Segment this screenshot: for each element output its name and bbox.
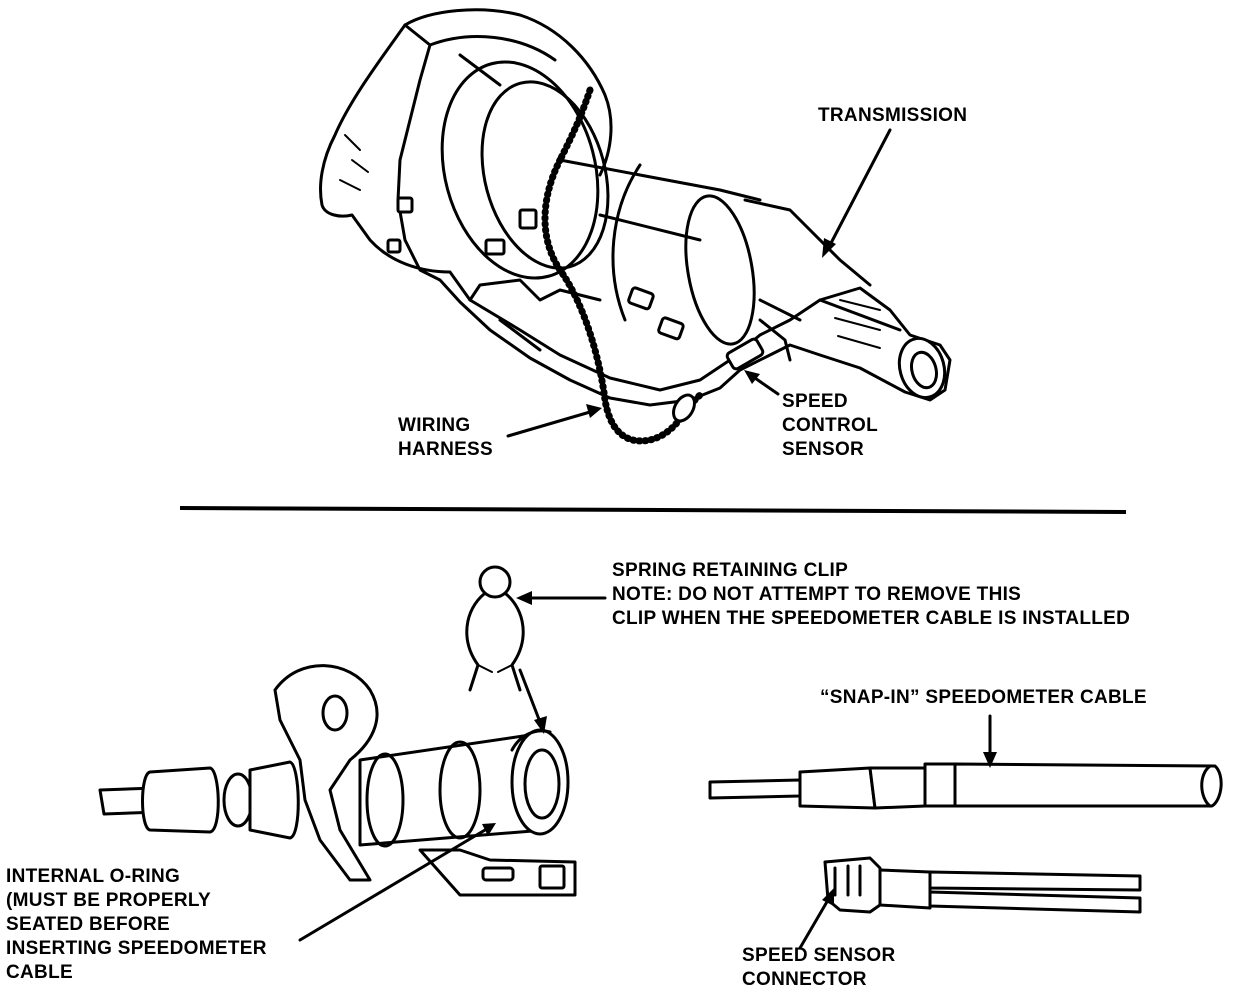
leader-transmission (822, 128, 892, 258)
label-speed-control-sensor-line1: SPEED (782, 391, 848, 412)
speed-sensor-body-drawing (98, 664, 577, 897)
leader-spring-clip (516, 591, 607, 734)
label-transmission: TRANSMISSION (818, 104, 967, 128)
section-divider (179, 506, 1127, 514)
label-internal-oring-line2: (MUST BE PROPERLY (6, 890, 211, 911)
leader-speed-sensor-connector (798, 888, 834, 950)
label-wiring-harness-line2: HARNESS (398, 439, 494, 460)
spring-retaining-clip-drawing (465, 565, 525, 692)
label-wiring-harness: WIRING HARNESS (398, 414, 493, 462)
label-speed-control-sensor-line3: SENSOR (782, 439, 865, 460)
leader-internal-oring (298, 823, 496, 942)
label-spring-clip-line2: NOTE: DO NOT ATTEMPT TO REMOVE THIS (612, 584, 1022, 605)
label-internal-oring-line1: INTERNAL O-RING (6, 866, 181, 887)
label-internal-oring: INTERNAL O-RING (MUST BE PROPERLY SEATED… (6, 865, 267, 985)
label-speed-control-sensor-line2: CONTROL (782, 415, 879, 436)
label-snap-in-cable-text: “SNAP-IN” SPEEDOMETER CABLE (820, 687, 1147, 708)
leader-wiring-harness (506, 404, 602, 438)
label-internal-oring-line5: CABLE (6, 962, 73, 983)
label-speed-control-sensor: SPEED CONTROL SENSOR (782, 390, 878, 462)
label-spring-clip-line3: CLIP WHEN THE SPEEDOMETER CABLE IS INSTA… (612, 608, 1131, 629)
speed-sensor-connector-drawing (823, 856, 1142, 914)
leader-snap-in-cable (983, 714, 997, 768)
label-internal-oring-line3: SEATED BEFORE (6, 914, 171, 935)
label-speed-sensor-connector-line1: SPEED SENSOR (742, 945, 896, 966)
snap-in-speedometer-cable-drawing (708, 762, 1223, 810)
label-speed-sensor-connector: SPEED SENSOR CONNECTOR (742, 944, 896, 992)
label-wiring-harness-line1: WIRING (398, 415, 471, 436)
label-transmission-text: TRANSMISSION (818, 105, 968, 126)
label-spring-retaining-clip: SPRING RETAINING CLIP NOTE: DO NOT ATTEM… (612, 559, 1130, 631)
transmission-drawing (319, 8, 952, 445)
label-spring-clip-line1: SPRING RETAINING CLIP (612, 560, 849, 581)
label-internal-oring-line4: INSERTING SPEEDOMETER (6, 938, 267, 959)
leader-speed-control-sensor (744, 370, 780, 396)
label-speed-sensor-connector-line2: CONNECTOR (742, 969, 867, 990)
label-snap-in-cable: “SNAP-IN” SPEEDOMETER CABLE (820, 686, 1147, 710)
